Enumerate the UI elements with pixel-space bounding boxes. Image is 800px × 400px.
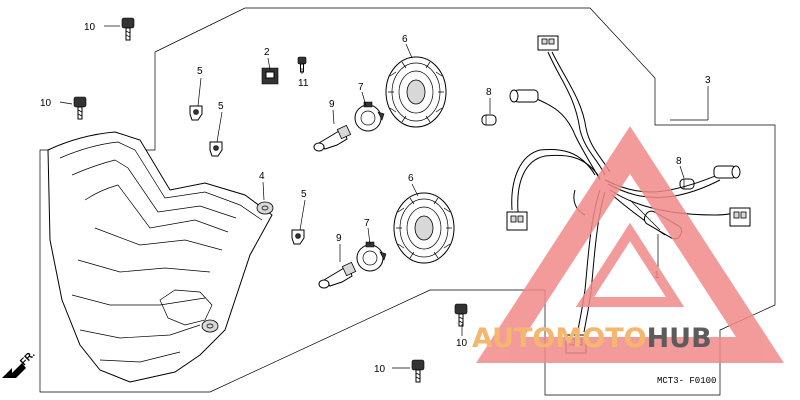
bolt-10-top bbox=[121, 17, 135, 41]
front-direction-indicator: FR. bbox=[2, 349, 38, 378]
bulb-9-lower bbox=[318, 261, 357, 289]
watermark: AUTOMOTOHUB bbox=[472, 126, 784, 363]
callout-4: 4 bbox=[259, 171, 265, 182]
callout-7-upper: 7 bbox=[358, 82, 364, 93]
callout-10-lower-right: 10 bbox=[456, 338, 468, 349]
assembly-boundary bbox=[39, 7, 776, 396]
diagram-code: MCT3- F0100 bbox=[657, 376, 716, 386]
connector-left bbox=[506, 211, 528, 231]
callout-5-lower: 5 bbox=[301, 189, 307, 200]
callout-8-upper: 8 bbox=[486, 87, 492, 98]
bulb-9-upper bbox=[313, 124, 352, 152]
watermark-triangle-icon bbox=[476, 126, 784, 363]
position-bulb-8-upper bbox=[481, 114, 497, 126]
dust-cover-6-lower bbox=[393, 192, 455, 264]
callout-10-bottom: 10 bbox=[374, 364, 386, 375]
bolt-10-bottom bbox=[411, 359, 425, 383]
callout-8-lower: 8 bbox=[676, 156, 682, 167]
callout-10-left: 10 bbox=[40, 98, 52, 109]
bracket-5-upper bbox=[189, 105, 203, 121]
callout-9-lower: 9 bbox=[336, 233, 342, 244]
callout-5-upper: 5 bbox=[197, 66, 203, 77]
dust-cover-6-upper bbox=[385, 56, 447, 128]
connector-top bbox=[537, 35, 559, 51]
socket-7-upper bbox=[354, 101, 385, 132]
clip-2 bbox=[261, 67, 279, 85]
headlight-housing bbox=[47, 131, 274, 383]
watermark-moto: MOTO bbox=[555, 323, 646, 354]
callout-11: 11 bbox=[298, 78, 309, 89]
callout-6-upper: 6 bbox=[402, 34, 408, 45]
watermark-logo-text: AUTOMOTOHUB bbox=[472, 323, 712, 354]
callout-6-lower: 6 bbox=[408, 173, 414, 184]
callout-labels: 10 10 2 11 5 5 4 5 9 7 6 8 3 8 6 7 9 1 1… bbox=[40, 22, 711, 375]
callout-10-top: 10 bbox=[84, 22, 96, 33]
callout-5-middle: 5 bbox=[218, 101, 224, 112]
callout-9-upper: 9 bbox=[329, 99, 335, 110]
callout-2: 2 bbox=[264, 47, 270, 58]
callout-7-lower: 7 bbox=[364, 218, 370, 229]
watermark-hub: HUB bbox=[647, 323, 712, 354]
callout-3: 3 bbox=[705, 75, 711, 86]
bracket-5-lower bbox=[291, 229, 305, 245]
watermark-auto: AUTO bbox=[472, 323, 555, 354]
bracket-5-middle bbox=[209, 141, 223, 157]
front-arrow-icon bbox=[2, 363, 26, 378]
connector-right bbox=[729, 207, 751, 227]
connector-headlight-socket bbox=[509, 89, 539, 103]
socket-7-lower bbox=[356, 241, 387, 272]
connector-right-socket bbox=[713, 165, 741, 179]
bolt-10-left bbox=[73, 96, 87, 120]
bolt-10-lower-right bbox=[454, 303, 468, 327]
leader-lines bbox=[59, 25, 709, 369]
